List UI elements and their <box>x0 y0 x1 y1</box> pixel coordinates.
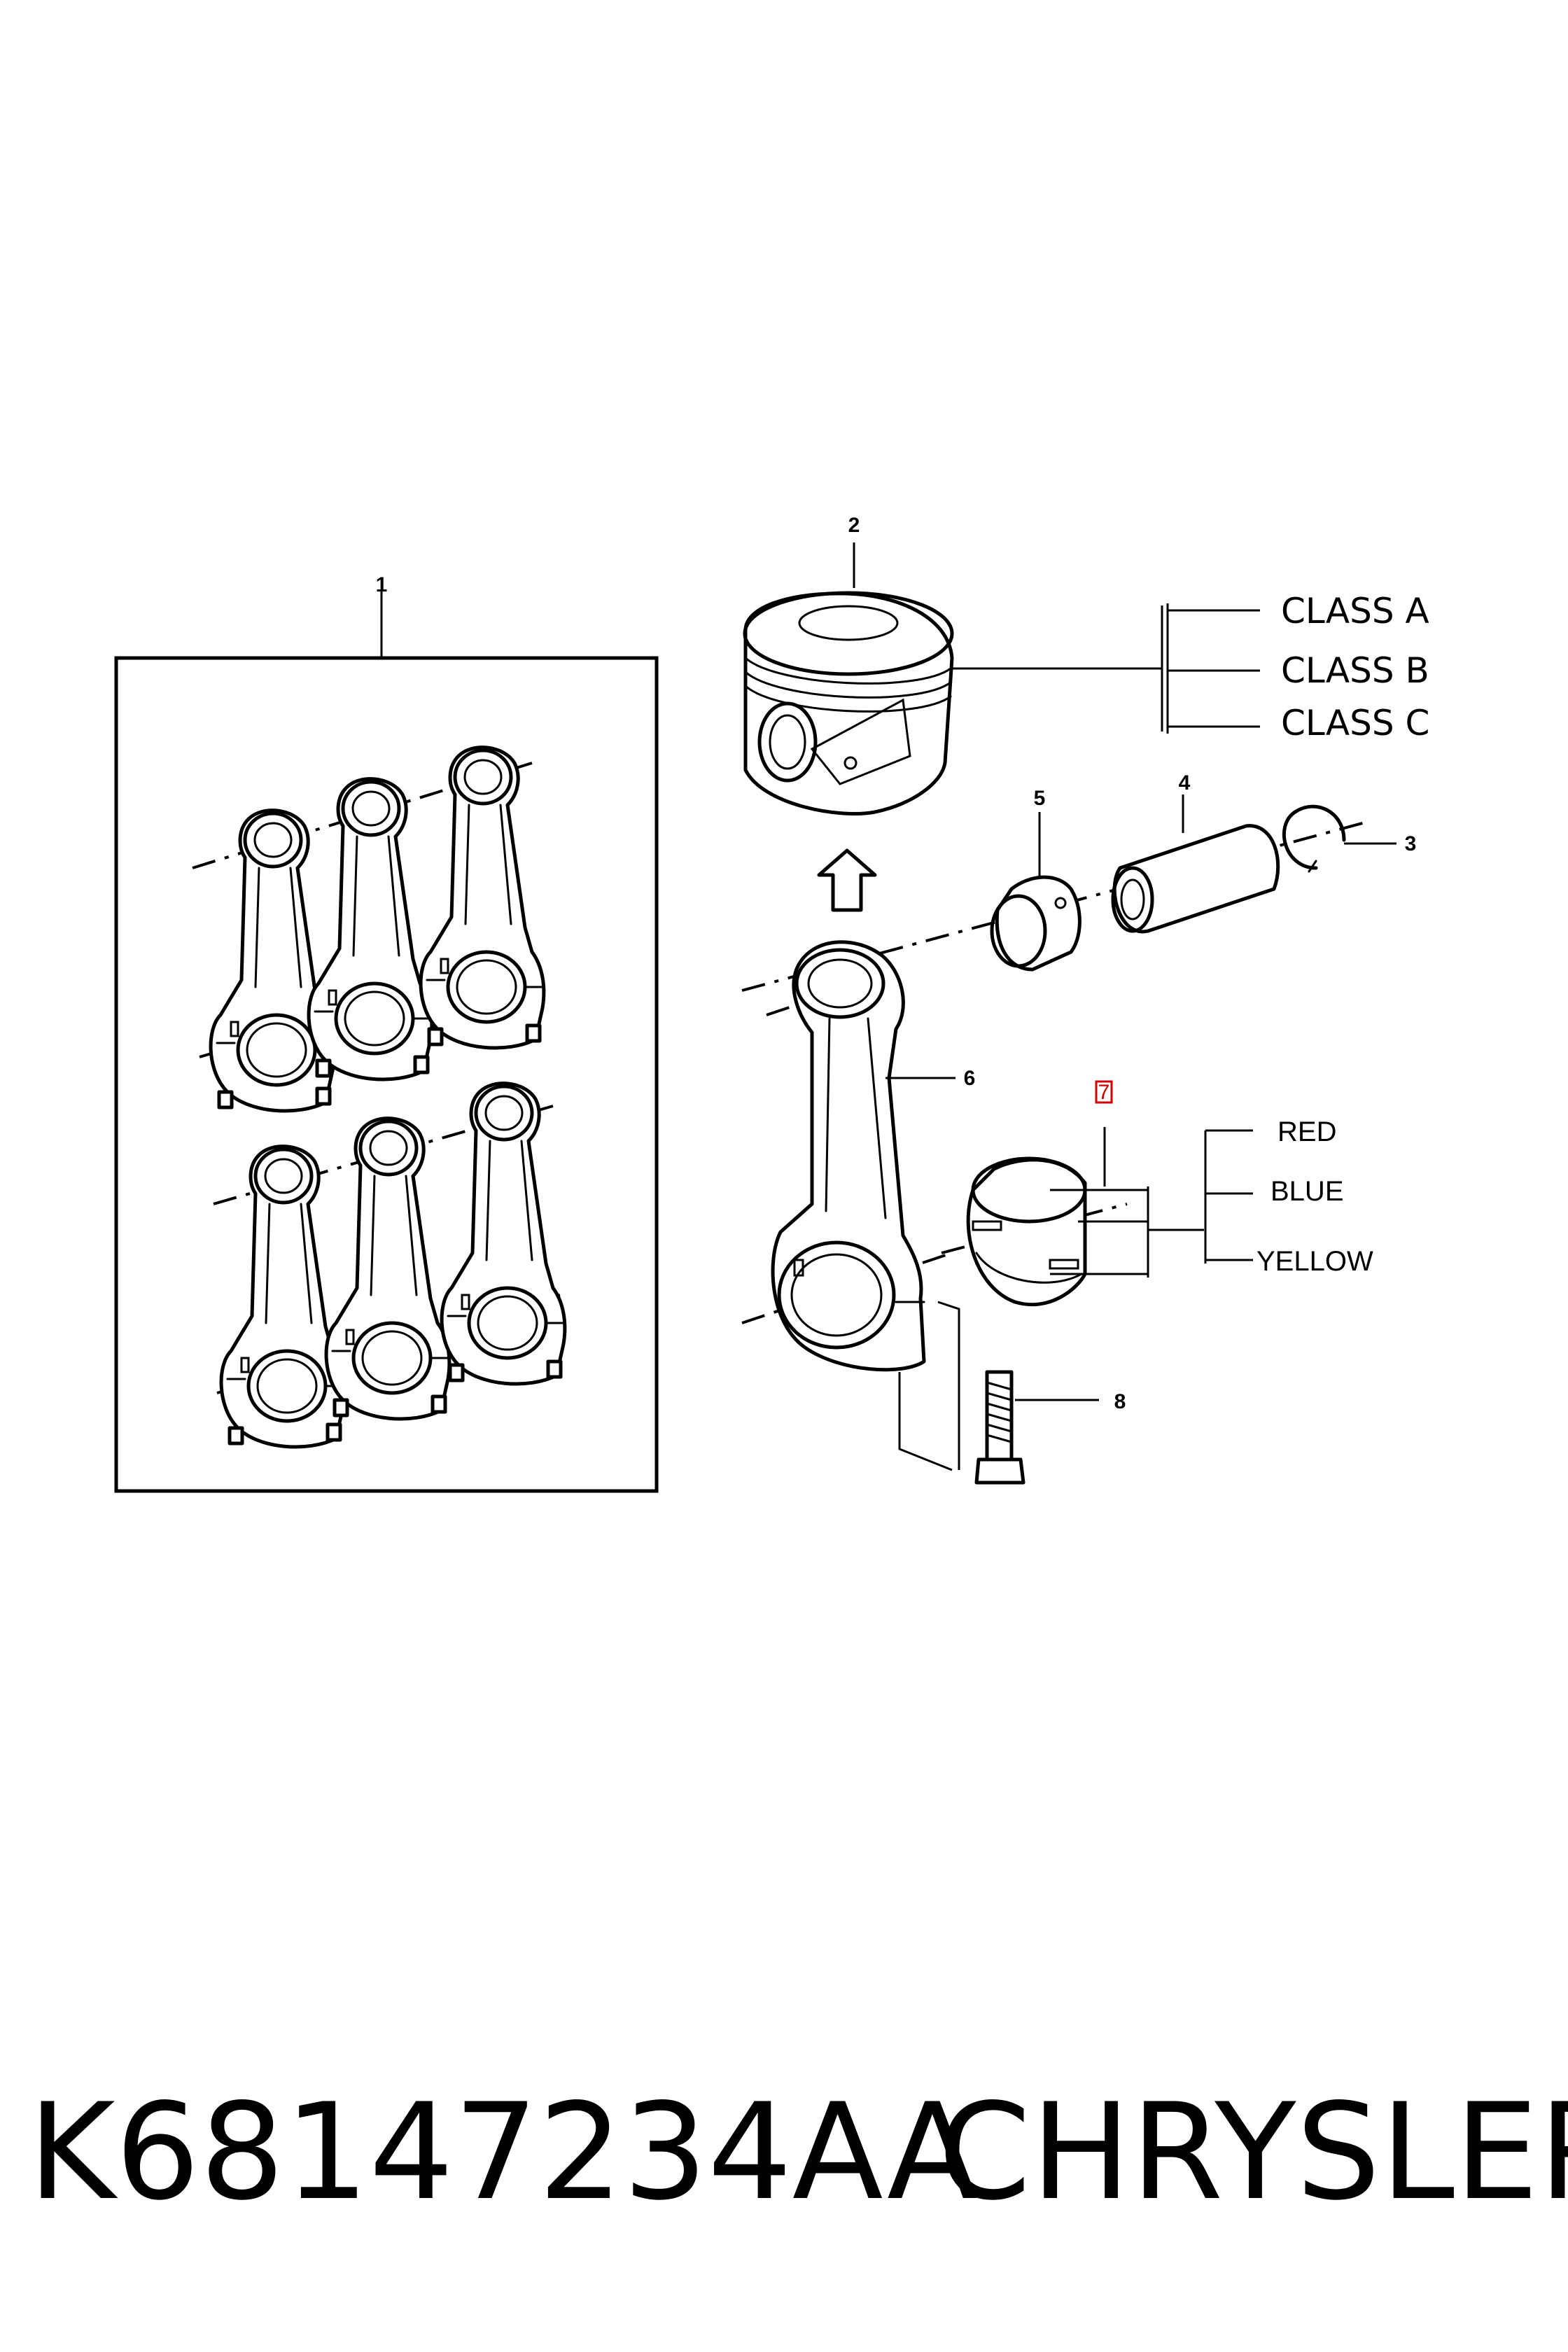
callout-3: 3 <box>1405 832 1417 855</box>
part-number: K68147234AA <box>28 2075 978 2230</box>
bolt-group <box>974 1370 1099 1485</box>
rod-set-group <box>114 592 659 1493</box>
callout-1: 1 <box>376 573 388 596</box>
callout-6: 6 <box>964 1067 976 1090</box>
bearing-color-label: YELLOW <box>1256 1246 1373 1277</box>
class-label: CLASS C <box>1281 703 1429 743</box>
connecting-rod-icon <box>221 1147 344 1447</box>
callout-2: 2 <box>848 514 860 537</box>
piston-group <box>743 542 1260 816</box>
rod-set-box <box>114 656 659 1493</box>
connecting-rod-icon <box>326 1119 449 1419</box>
bolt-guide-line <box>937 1301 960 1470</box>
callout-7: 7 <box>1098 1081 1110 1104</box>
callout-8: 8 <box>1114 1390 1126 1413</box>
brand-name: CHRYSLER <box>938 2075 1568 2230</box>
bearing-color-label: RED <box>1278 1116 1336 1147</box>
retaining-clip-icon <box>1282 804 1346 870</box>
connecting-rod-icon <box>442 1084 565 1384</box>
assembly-arrow-icon <box>817 848 877 912</box>
bolt-guide-line <box>898 1372 953 1471</box>
callout-7-highlight <box>1095 1080 1113 1104</box>
bearing-color-label: BLUE <box>1270 1176 1344 1207</box>
class-label: CLASS A <box>1281 591 1429 631</box>
connecting-rod-group <box>741 940 960 1471</box>
connecting-rod-icon <box>309 779 432 1079</box>
bearing-shell-icon <box>966 1158 1087 1307</box>
callout-4: 4 <box>1179 771 1191 794</box>
bearing-group <box>941 1080 1253 1307</box>
bushing-icon <box>995 875 1082 972</box>
callout-5: 5 <box>1034 787 1046 810</box>
class-label: CLASS B <box>1281 650 1429 691</box>
